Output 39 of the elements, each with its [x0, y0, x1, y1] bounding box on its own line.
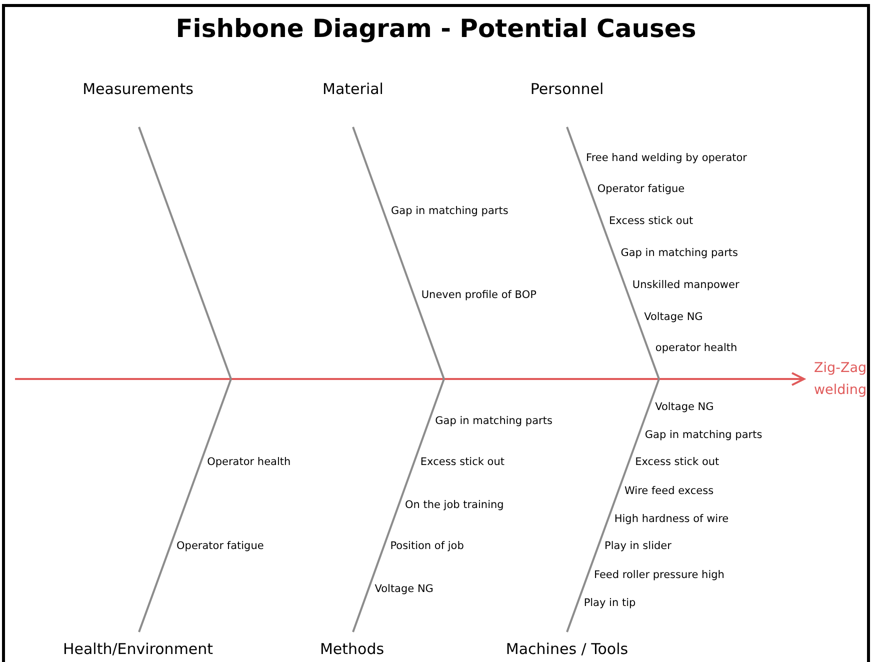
- cause-label: Voltage NG: [644, 311, 703, 323]
- cause-label: Voltage NG: [374, 583, 434, 595]
- fishbone-line: [566, 126, 660, 380]
- cause-label: Operator health: [207, 456, 291, 468]
- fishbone-line: [138, 126, 232, 380]
- effect-label: Zig-Zag welding: [814, 357, 872, 401]
- diagram-title: Fishbone Diagram - Potential Causes: [174, 14, 698, 43]
- cause-label: Feed roller pressure high: [594, 569, 724, 581]
- cause-label: Free hand welding by operator: [586, 152, 747, 164]
- category-label: Personnel: [530, 80, 604, 98]
- category-label: Methods: [320, 640, 384, 658]
- cause-label: Voltage NG: [655, 401, 714, 413]
- spine-arrow: [15, 372, 805, 386]
- category-label: Measurements: [82, 80, 194, 98]
- cause-label: Operator fatigue: [176, 540, 264, 552]
- fishbone-line: [352, 378, 445, 632]
- cause-label: Excess stick out: [635, 456, 720, 468]
- cause-label: Unskilled manpower: [632, 279, 740, 291]
- fishbone-line: [566, 378, 660, 632]
- cause-label: Excess stick out: [420, 456, 504, 468]
- cause-label: Gap in matching parts: [644, 429, 762, 441]
- cause-label: Play in slider: [604, 540, 672, 552]
- fishbone-line: [138, 378, 232, 632]
- cause-label: Gap in matching parts: [391, 205, 508, 217]
- category-label: Machines / Tools: [506, 640, 628, 658]
- cause-label: Position of job: [390, 540, 464, 552]
- cause-label: Play in tip: [584, 597, 636, 609]
- cause-label: Operator fatigue: [597, 183, 685, 195]
- cause-label: High hardness of wire: [614, 513, 729, 525]
- cause-label: On the job training: [404, 499, 504, 511]
- fishbone-line: [352, 126, 445, 380]
- cause-label: Wire feed excess: [624, 485, 714, 497]
- cause-label: Excess stick out: [609, 215, 694, 227]
- category-label: Material: [322, 80, 384, 98]
- cause-label: Uneven profile of BOP: [421, 289, 536, 301]
- cause-label: operator health: [655, 342, 738, 354]
- cause-label: Gap in matching parts: [620, 247, 738, 259]
- category-label: Health/Environment: [62, 640, 214, 658]
- cause-label: Gap in matching parts: [435, 415, 552, 427]
